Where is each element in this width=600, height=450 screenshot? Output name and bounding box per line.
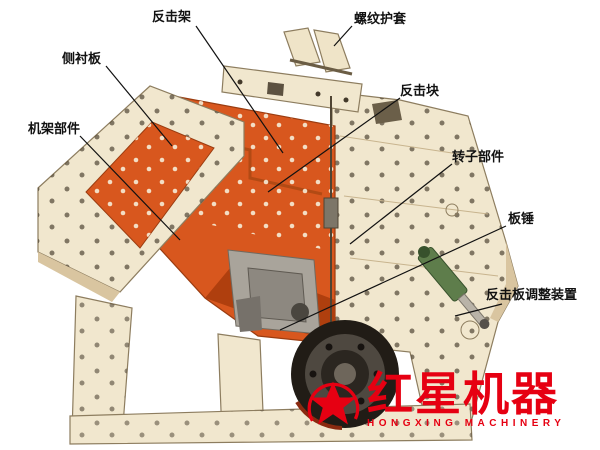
label-side-liner: 侧衬板 <box>62 51 102 66</box>
label-thread-sleeve: 螺纹护套 <box>354 11 407 26</box>
brand-subtitle: HONGXING MACHINERY <box>367 418 566 429</box>
top-beam <box>221 65 363 113</box>
label-rotor-part: 转子部件 <box>452 149 505 164</box>
label-impact-plate-adjuster: 反击板调整装置 <box>486 287 578 302</box>
label-impact-block: 反击块 <box>400 83 440 98</box>
label-impact-frame: 反击架 <box>152 9 192 24</box>
leader-lines <box>79 25 507 331</box>
hongxing-star-icon <box>305 374 361 434</box>
brand-name: 红星机器 <box>367 368 559 420</box>
rotor-assembly <box>227 96 339 342</box>
label-frame-part: 机架部件 <box>28 121 81 136</box>
label-blow-bar: 板锤 <box>508 211 535 226</box>
exhaust-stacks <box>283 27 353 76</box>
brand-text: 红星机器 HONGXING MACHINERY <box>367 368 566 429</box>
left-hopper <box>37 85 245 302</box>
brand-watermark: 红星机器 HONGXING MACHINERY <box>305 368 595 442</box>
